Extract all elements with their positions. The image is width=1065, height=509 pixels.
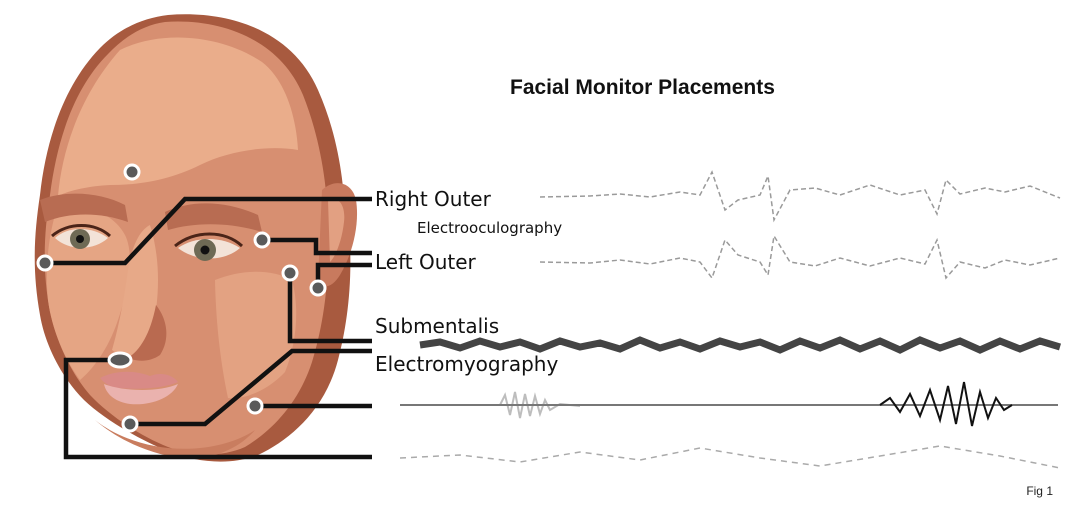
- figure-caption: Fig 1: [1026, 484, 1053, 498]
- electrode-chin: [123, 417, 137, 431]
- chin-trace: [400, 446, 1060, 468]
- electrode-chin-right: [248, 399, 262, 413]
- electrode-left-eye: [255, 233, 269, 247]
- electrode-forehead: [125, 165, 139, 179]
- electrode-right-outer: [38, 256, 52, 270]
- label-left-outer: Left Outer: [375, 250, 476, 274]
- label-submentalis: Submentalis: [375, 314, 499, 338]
- label-right-outer: Right Outer: [375, 187, 491, 211]
- submentalis-trace: [420, 340, 1060, 350]
- electrode-ear: [311, 281, 325, 295]
- figure-title: Facial Monitor Placements: [510, 76, 775, 100]
- eog-left-trace: [540, 236, 1060, 278]
- eog-right-trace: [540, 172, 1060, 220]
- label-electromyography: Electromyography: [375, 352, 558, 376]
- electrode-temple: [283, 266, 297, 280]
- electrode-lip: [109, 353, 131, 367]
- label-electrooculography: Electrooculography: [417, 219, 562, 237]
